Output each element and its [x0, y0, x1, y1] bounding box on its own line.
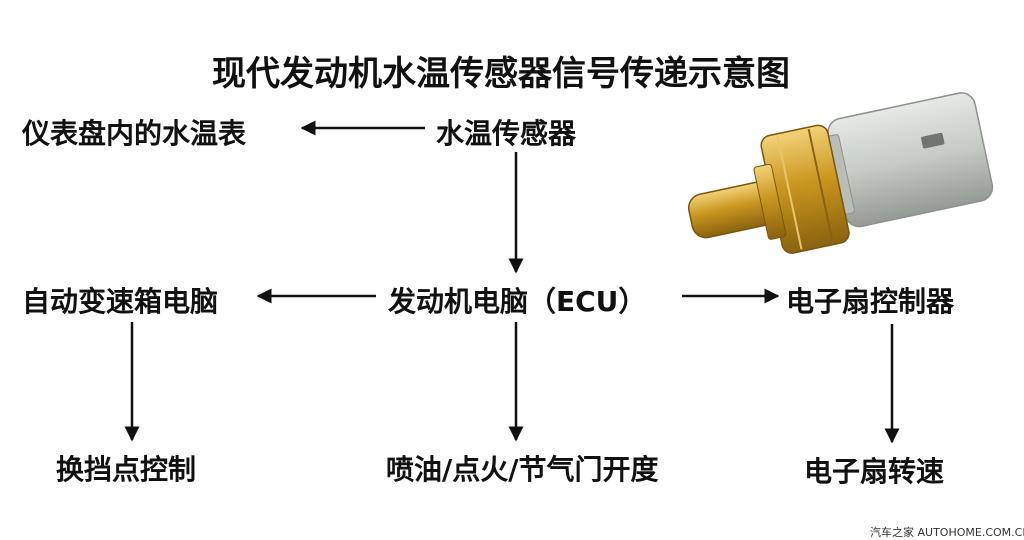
diagram-title: 现代发动机水温传感器信号传递示意图	[212, 54, 790, 94]
sensor-illustration	[687, 92, 994, 254]
node-gauge: 仪表盘内的水温表	[22, 117, 247, 150]
node-engine-ecu: 发动机电脑（ECU）	[388, 285, 647, 318]
node-injection: 喷油/点火/节气门开度	[386, 453, 659, 486]
watermark: 汽车之家 AUTOHOME.COM.CN	[870, 526, 1024, 539]
node-sensor: 水温传感器	[436, 117, 577, 150]
node-fan-controller: 电子扇控制器	[786, 285, 955, 318]
node-transmission-ecu: 自动变速箱电脑	[22, 285, 219, 318]
node-fan-speed: 电子扇转速	[804, 455, 945, 488]
node-shift-control: 换挡点控制	[56, 453, 197, 486]
